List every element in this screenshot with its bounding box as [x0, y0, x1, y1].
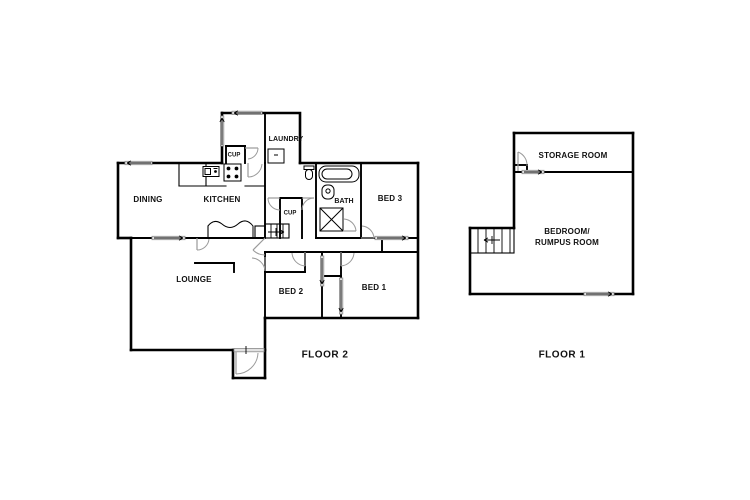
window-entry-step — [233, 346, 265, 354]
room-label-bedroom-rumpus-line2: RUMPUS ROOM — [535, 238, 599, 247]
floor-2-title: FLOOR 2 — [302, 350, 349, 361]
window-storage-room — [521, 169, 545, 175]
window-rumpus-room — [583, 291, 615, 297]
room-label-laundry: LAUNDRY — [269, 136, 304, 143]
toilet-icon — [303, 165, 315, 180]
room-label-cup-kitchen: CUP — [228, 153, 241, 159]
floor-2-plan: DINING KITCHEN LAUNDRY BATH BED 3 LOUNGE… — [116, 110, 420, 380]
room-label-lounge: LOUNGE — [176, 275, 212, 284]
room-label-dining: DINING — [133, 195, 162, 204]
laundry-fixtures — [267, 148, 285, 164]
floor-1-title: FLOOR 1 — [539, 350, 586, 361]
room-label-storage-room: STORAGE ROOM — [539, 151, 608, 160]
window-bed2-wardrobe — [319, 255, 325, 287]
floor-1-plan: STORAGE ROOM BEDROOM/ RUMPUS ROOM FLOOR … — [468, 131, 635, 361]
window-dining-bottom — [151, 235, 186, 241]
floor1-room-labels: STORAGE ROOM BEDROOM/ RUMPUS ROOM — [535, 151, 608, 247]
bathroom-fixtures — [303, 165, 360, 232]
kitchen-fixtures — [178, 162, 266, 239]
laundry-tub-icon — [267, 148, 285, 164]
room-label-bath: BATH — [334, 198, 353, 205]
window-laundry-left — [219, 115, 225, 147]
cooktop-icon — [223, 163, 242, 182]
room-label-bed3: BED 3 — [378, 194, 403, 203]
basin-icon — [321, 184, 335, 200]
floor2-doors — [196, 147, 375, 375]
room-label-bed1: BED 1 — [362, 283, 387, 292]
window-bed3 — [374, 235, 409, 241]
window-bed1-wardrobe — [338, 277, 344, 315]
room-label-cup-hall: CUP — [284, 211, 297, 217]
floor2-windows — [124, 110, 409, 354]
window-dining-top — [124, 160, 153, 166]
staircase-floor1 — [469, 227, 515, 254]
room-label-bedroom-rumpus-line1: BEDROOM/ — [544, 227, 590, 236]
floor1-windows — [483, 169, 615, 297]
room-label-kitchen: KITCHEN — [204, 195, 241, 204]
staircase-floor2 — [264, 223, 290, 239]
window-laundry-top — [231, 110, 263, 116]
floor1-doors — [517, 151, 528, 171]
sink-icon — [202, 166, 220, 177]
bathtub-icon — [318, 165, 360, 183]
shower-icon — [319, 207, 344, 232]
room-label-bed2: BED 2 — [279, 287, 304, 296]
floor2-room-labels: DINING KITCHEN LAUNDRY BATH BED 3 LOUNGE… — [133, 136, 402, 296]
